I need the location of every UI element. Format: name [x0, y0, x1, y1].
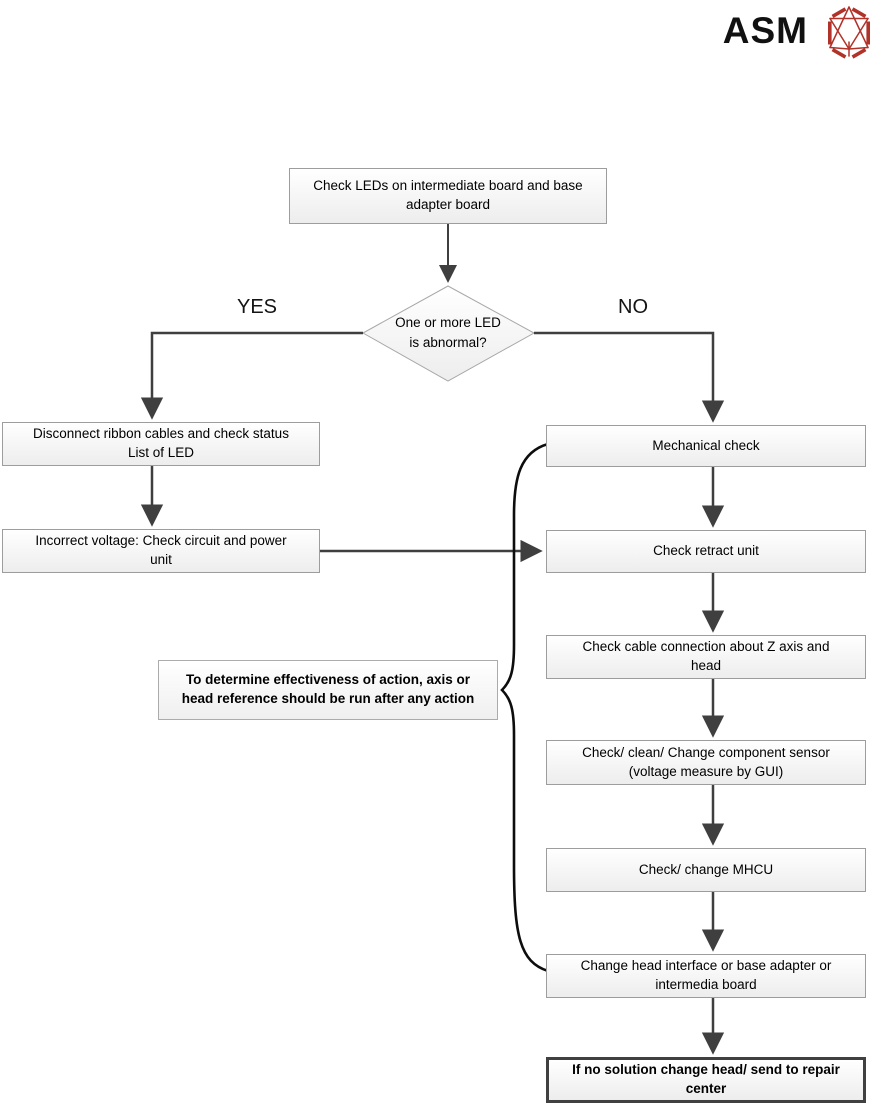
node-check-sensor-label: Check/ clean/ Change component sensor (v… — [582, 744, 830, 779]
note-box: To determine effectiveness of action, ax… — [158, 660, 498, 720]
node-disconnect-ribbon-label: Disconnect ribbon cables and check statu… — [33, 426, 289, 460]
node-check-mhcu-label: Check/ change MHCU — [638, 861, 774, 877]
node-check-retract: Check retract unit — [546, 530, 866, 573]
node-check-mhcu: Check/ change MHCU — [546, 848, 866, 892]
node-check-retract-label: Check retract unit — [653, 543, 759, 559]
node-check-cable: Check cable connection about Z axis and … — [546, 635, 866, 679]
label-yes: YES — [236, 296, 278, 318]
asm-logo-text: ASM — [722, 9, 808, 51]
decision-label: One or more LED is abnormal? — [395, 315, 501, 350]
label-no: NO — [618, 296, 648, 318]
connector-yes-branch — [140, 331, 363, 420]
node-final: If no solution change head/ send to repa… — [546, 1057, 866, 1103]
note-brace — [500, 442, 550, 973]
asm-logo: ASM — [723, 4, 878, 62]
node-disconnect-ribbon: Disconnect ribbon cables and check statu… — [2, 422, 320, 466]
node-start-label: Check LEDs on intermediate board and bas… — [313, 178, 583, 212]
node-incorrect-voltage-label: Incorrect voltage: Check circuit and pow… — [35, 533, 287, 567]
asm-hexagon-icon — [828, 6, 871, 59]
node-change-interface-label: Change head interface or base adapter or… — [580, 958, 832, 992]
node-start: Check LEDs on intermediate board and bas… — [289, 168, 607, 224]
note-box-label: To determine effectiveness of action, ax… — [181, 672, 475, 706]
decision-led-abnormal: One or more LED is abnormal? — [368, 303, 528, 363]
node-mechanical-check: Mechanical check — [546, 425, 866, 467]
node-check-cable-label: Check cable connection about Z axis and … — [582, 639, 830, 673]
node-mechanical-check-label: Mechanical check — [652, 437, 760, 453]
node-check-sensor: Check/ clean/ Change component sensor (v… — [546, 740, 866, 785]
node-incorrect-voltage: Incorrect voltage: Check circuit and pow… — [2, 529, 320, 573]
connector-no-branch — [534, 331, 725, 423]
node-change-interface: Change head interface or base adapter or… — [546, 954, 866, 998]
node-final-label: If no solution change head/ send to repa… — [572, 1062, 840, 1096]
